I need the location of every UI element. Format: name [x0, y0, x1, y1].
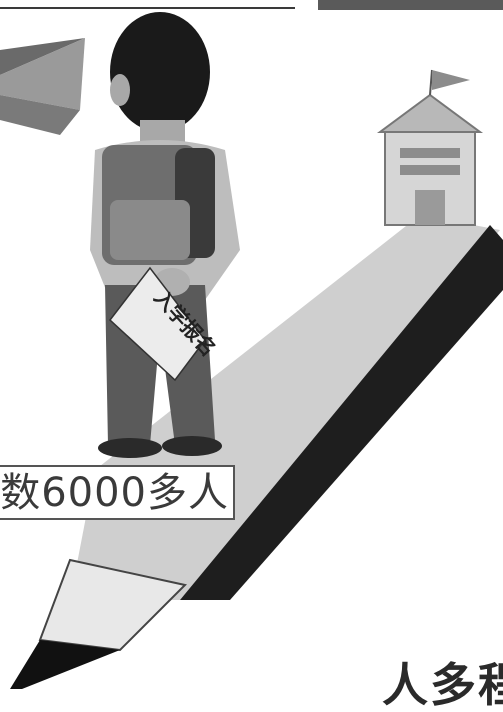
boy-figure	[90, 12, 240, 458]
arrow-shape-light	[0, 38, 85, 110]
pencil-tip	[10, 640, 120, 689]
top-dark-bar	[318, 0, 503, 10]
illustration: 入学报名	[0, 12, 503, 689]
caption-box: 数6000多人	[0, 465, 235, 520]
school-building	[376, 69, 484, 226]
arrow-shape-bottom	[0, 95, 80, 135]
pencil-dark-side	[180, 225, 503, 600]
bottom-partial-text: 人多程	[382, 658, 503, 712]
top-rule	[0, 7, 295, 9]
caption-text: 数6000多人	[0, 470, 229, 516]
